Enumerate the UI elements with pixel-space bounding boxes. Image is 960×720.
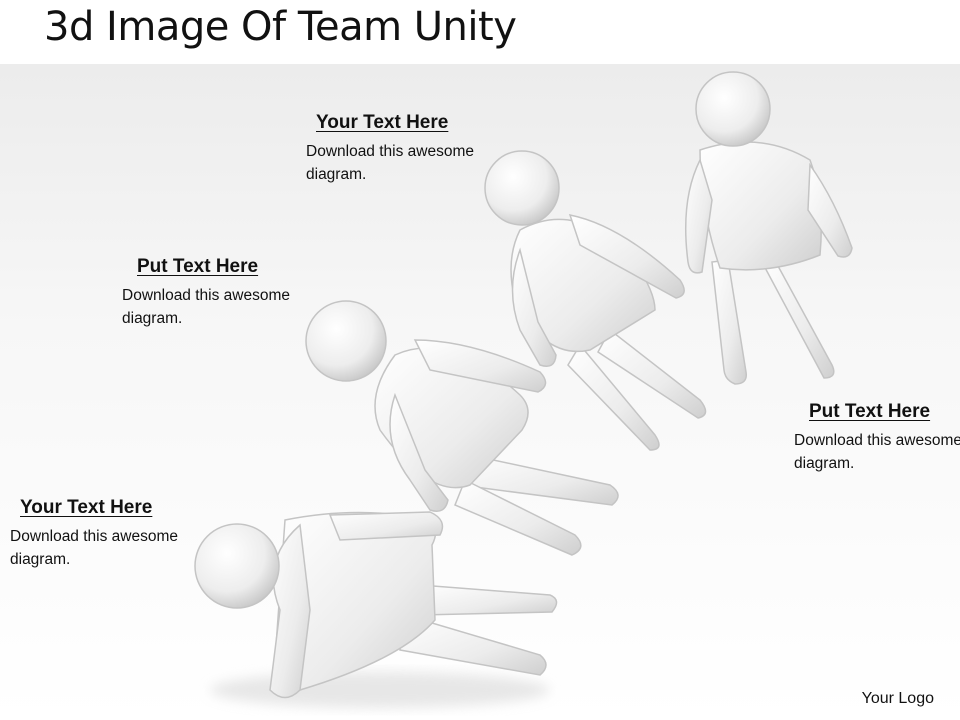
text-block-heading: Your Text Here bbox=[316, 112, 449, 133]
slide-title: 3d Image Of Team Unity bbox=[44, 4, 517, 50]
text-block-body: Download this awesome diagram. bbox=[306, 143, 475, 183]
text-block-body: Download this awesome diagram. bbox=[794, 432, 960, 472]
person-figure-3 bbox=[484, 150, 707, 451]
text-block-lower-left: Your Text Here Download this awesome dia… bbox=[10, 497, 180, 571]
text-block-body: Download this awesome diagram. bbox=[10, 528, 179, 568]
text-block-body: Download this awesome diagram. bbox=[122, 287, 291, 327]
text-block-top: Your Text Here Download this awesome dia… bbox=[306, 112, 476, 186]
text-block-heading: Put Text Here bbox=[809, 401, 931, 422]
text-block-heading: Put Text Here bbox=[137, 256, 259, 277]
text-block-upper-left: Put Text Here Download this awesome diag… bbox=[122, 256, 292, 330]
person-figure-2 bbox=[305, 300, 619, 556]
person-figure-4 bbox=[684, 71, 853, 385]
text-block-heading: Your Text Here bbox=[20, 497, 153, 518]
text-block-right: Put Text Here Download this awesome diag… bbox=[794, 401, 960, 475]
person-figure-1 bbox=[194, 511, 558, 708]
logo-placeholder: Your Logo bbox=[861, 690, 934, 707]
